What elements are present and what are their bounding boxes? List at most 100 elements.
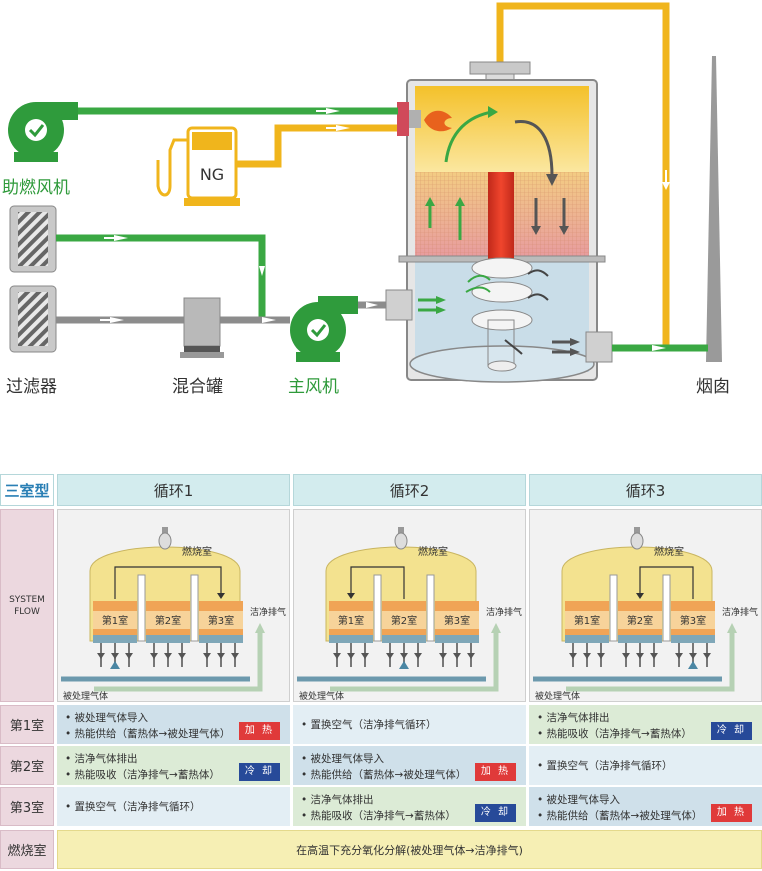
valve-icon — [467, 653, 475, 659]
combustion-fan-hub — [25, 119, 47, 141]
swirl-gray-3 — [504, 339, 523, 355]
valve-icon — [203, 653, 211, 659]
filter-top-media — [18, 212, 48, 266]
inlet-arrow — [399, 661, 409, 669]
combustion-chamber-label: 燃烧室 — [418, 545, 448, 558]
outlet-arrow-1-head — [570, 338, 580, 346]
clean-exhaust-arrow — [727, 623, 737, 633]
valve-icon — [453, 653, 461, 659]
clean-exhaust-duct — [330, 631, 499, 692]
chamber-partition — [373, 574, 382, 642]
chamber-label: 第1室 — [574, 614, 600, 627]
chamber-label-bg — [329, 611, 373, 629]
chamber-label-bg — [93, 611, 137, 629]
flame-flow-arrow-head — [488, 106, 498, 118]
cell-line: • 洁净气体排出 — [65, 753, 138, 765]
cell-line: • 被处理气体导入 — [65, 712, 149, 724]
clean-air-pipe — [56, 234, 266, 318]
chamber-partition — [609, 574, 618, 642]
burner-stem — [634, 527, 640, 537]
valve-icon — [650, 653, 658, 659]
mixing-tank-body — [183, 297, 221, 347]
dome-flow-arrow — [639, 566, 694, 599]
return-flow-arrow-head — [546, 174, 558, 186]
rotor-base — [487, 360, 517, 372]
chamber-label: 第3室 — [208, 614, 234, 627]
inlet-arrow — [110, 661, 120, 669]
clean-exhaust-label: 洁净排气 — [250, 606, 286, 618]
ng-arrow — [336, 125, 350, 131]
burner-body — [409, 110, 421, 128]
cell-line: • 热能供给（蓄热体→被处理气体） — [537, 810, 703, 822]
process-gas-arrow-tail — [100, 319, 112, 321]
chamber-label: 第1室 — [102, 614, 128, 627]
valve-icon — [97, 653, 105, 659]
valve-icon — [333, 653, 341, 659]
ng-hose — [156, 138, 188, 197]
inlet-arrow — [688, 661, 698, 669]
main-fan-outlet — [318, 296, 358, 314]
system-flow-line1: SYSTEM — [9, 594, 45, 605]
dome-flow-arrow-head — [636, 593, 644, 599]
cell-line: • 洁净气体排出 — [537, 712, 610, 724]
chamber1-cycle1-cell: • 被处理气体导入• 热能供给（蓄热体→被处理气体）加 热 — [57, 705, 290, 744]
chamber-label-bg — [565, 611, 609, 629]
mixing-tank-band — [184, 346, 220, 352]
cell-line: • 置换空气（洁净排气循环） — [301, 718, 437, 731]
swirl-gray-2 — [527, 293, 549, 301]
system-flow-svg: 燃烧室第1室第2室第3室洁净排气被处理气体燃烧室第1室第2室第3室洁净排气被处理… — [61, 527, 758, 702]
row-label-chamber3: 第3室 — [0, 787, 54, 826]
cell-line: • 置换空气（洁净排气循环） — [65, 800, 201, 813]
valve-icon — [622, 653, 630, 659]
clean-air-arrow — [114, 235, 128, 241]
cell-line: • 热能吸收（洁净排气→蓄热体） — [537, 728, 692, 740]
swirl-gray-1 — [527, 269, 549, 277]
chamber-label-bg — [382, 611, 426, 629]
row-label-chamber1: 第1室 — [0, 705, 54, 744]
chimney-label: 烟囱 — [696, 377, 730, 397]
chamber3-cycle3-cell: • 被处理气体导入• 热能供给（蓄热体→被处理气体）加 热 — [529, 787, 762, 826]
burner-stem — [398, 527, 404, 537]
chamber-label: 第3室 — [680, 614, 706, 627]
chamber1-cycle3-cell: • 洁净气体排出• 热能吸收（洁净排气→蓄热体）冷 却 — [529, 705, 762, 744]
cell-line: • 被处理气体导入 — [301, 753, 385, 765]
chamber-label: 第2室 — [627, 614, 653, 627]
treated-gas-label: 被处理气体 — [299, 690, 344, 702]
chamber-label-bg — [435, 611, 479, 629]
row-label-chamber2: 第2室 — [0, 746, 54, 785]
reactor-top-flange — [469, 61, 531, 75]
swirl-green-1 — [467, 274, 491, 283]
valve-icon — [689, 653, 697, 659]
main-fan-hub — [307, 319, 329, 341]
dome-flow-arrow-head — [217, 593, 225, 599]
treated-gas-label: 被处理气体 — [535, 690, 580, 702]
chamber-base — [146, 635, 190, 643]
cell-line: • 热能供给（蓄热体→被处理气体） — [65, 728, 231, 740]
outlet-flange — [585, 331, 613, 363]
cycle-header-2: 循环2 — [293, 474, 526, 506]
main-fan-arrow — [366, 302, 378, 308]
chamber-label: 第2室 — [155, 614, 181, 627]
cell-line: • 被处理气体导入 — [537, 794, 621, 806]
main-fan-base — [296, 352, 340, 362]
system-flow-line2: FLOW — [14, 606, 40, 617]
chamber-base — [382, 635, 426, 643]
chamber-label-bg — [146, 611, 190, 629]
clean-air-arrow-tail — [104, 237, 116, 239]
process-diagram: NG — [2, 2, 730, 397]
combustion-chamber-label: 燃烧室 — [654, 545, 684, 558]
return-flow-arrow — [514, 120, 554, 177]
burner-head — [394, 532, 408, 550]
chamber-label: 第1室 — [338, 614, 364, 627]
valve-icon — [439, 653, 447, 659]
up-arrow-2-head — [455, 197, 465, 206]
main-fan-label: 主风机 — [288, 377, 339, 397]
burner-flame — [424, 110, 452, 132]
up-arrow-1-head — [425, 197, 435, 206]
valve-icon — [178, 653, 186, 659]
cell-line: • 热能吸收（洁净排气→蓄热体） — [65, 769, 220, 781]
clean-exhaust-arrow — [255, 623, 265, 633]
cycle-header-1: 循环1 — [57, 474, 290, 506]
chamber1-cycle2-cell: • 置换空气（洁净排气循环） — [293, 705, 526, 744]
